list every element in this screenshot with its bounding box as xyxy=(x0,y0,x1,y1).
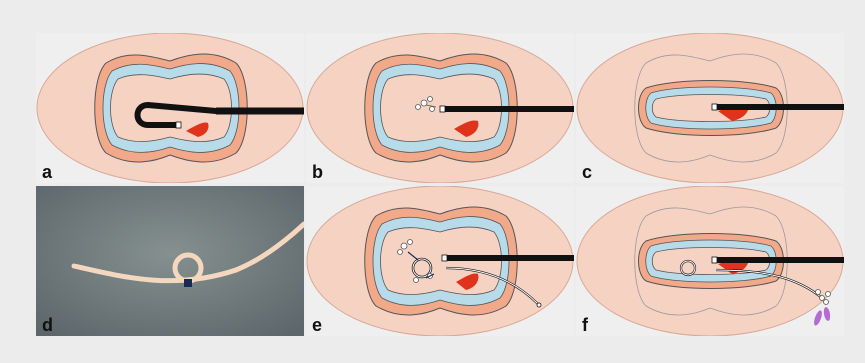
panel-label-f: f xyxy=(582,316,588,334)
panel-label-e: e xyxy=(312,316,322,334)
panel-d: d xyxy=(36,186,304,336)
panel-c: c xyxy=(576,33,844,183)
panel-label-b: b xyxy=(312,163,323,181)
panel-e: e xyxy=(306,186,574,336)
panel-b: b xyxy=(306,33,574,183)
diagram-b xyxy=(306,33,574,183)
panel-f: f xyxy=(576,186,844,336)
panel-label-c: c xyxy=(582,163,592,181)
diagram-c xyxy=(576,33,844,183)
panel-label-a: a xyxy=(42,163,52,181)
diagram-a xyxy=(36,33,304,183)
diagram-e xyxy=(306,186,574,336)
diagram-f xyxy=(576,186,844,336)
photo-d xyxy=(36,186,304,336)
panel-a: a xyxy=(36,33,304,183)
panel-label-d: d xyxy=(42,316,53,334)
